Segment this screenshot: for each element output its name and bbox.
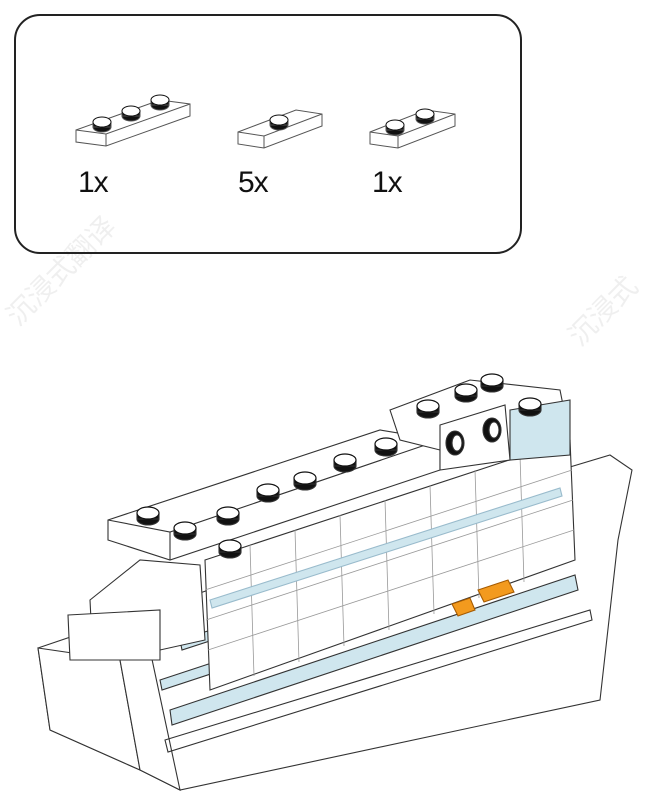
quantity-plate-1x3: 1x xyxy=(78,166,109,199)
part-plate-1x2 xyxy=(369,108,456,149)
quantity-plate-1x2-jumper: 5x xyxy=(238,166,269,199)
orange-parts xyxy=(451,579,515,617)
quantity-plate-1x2: 1x xyxy=(372,166,403,199)
ship-model xyxy=(37,373,633,792)
part-plate-1x2-jumper xyxy=(237,109,323,149)
part-plate-1x3 xyxy=(75,94,191,147)
parts-list-callout xyxy=(14,14,522,254)
